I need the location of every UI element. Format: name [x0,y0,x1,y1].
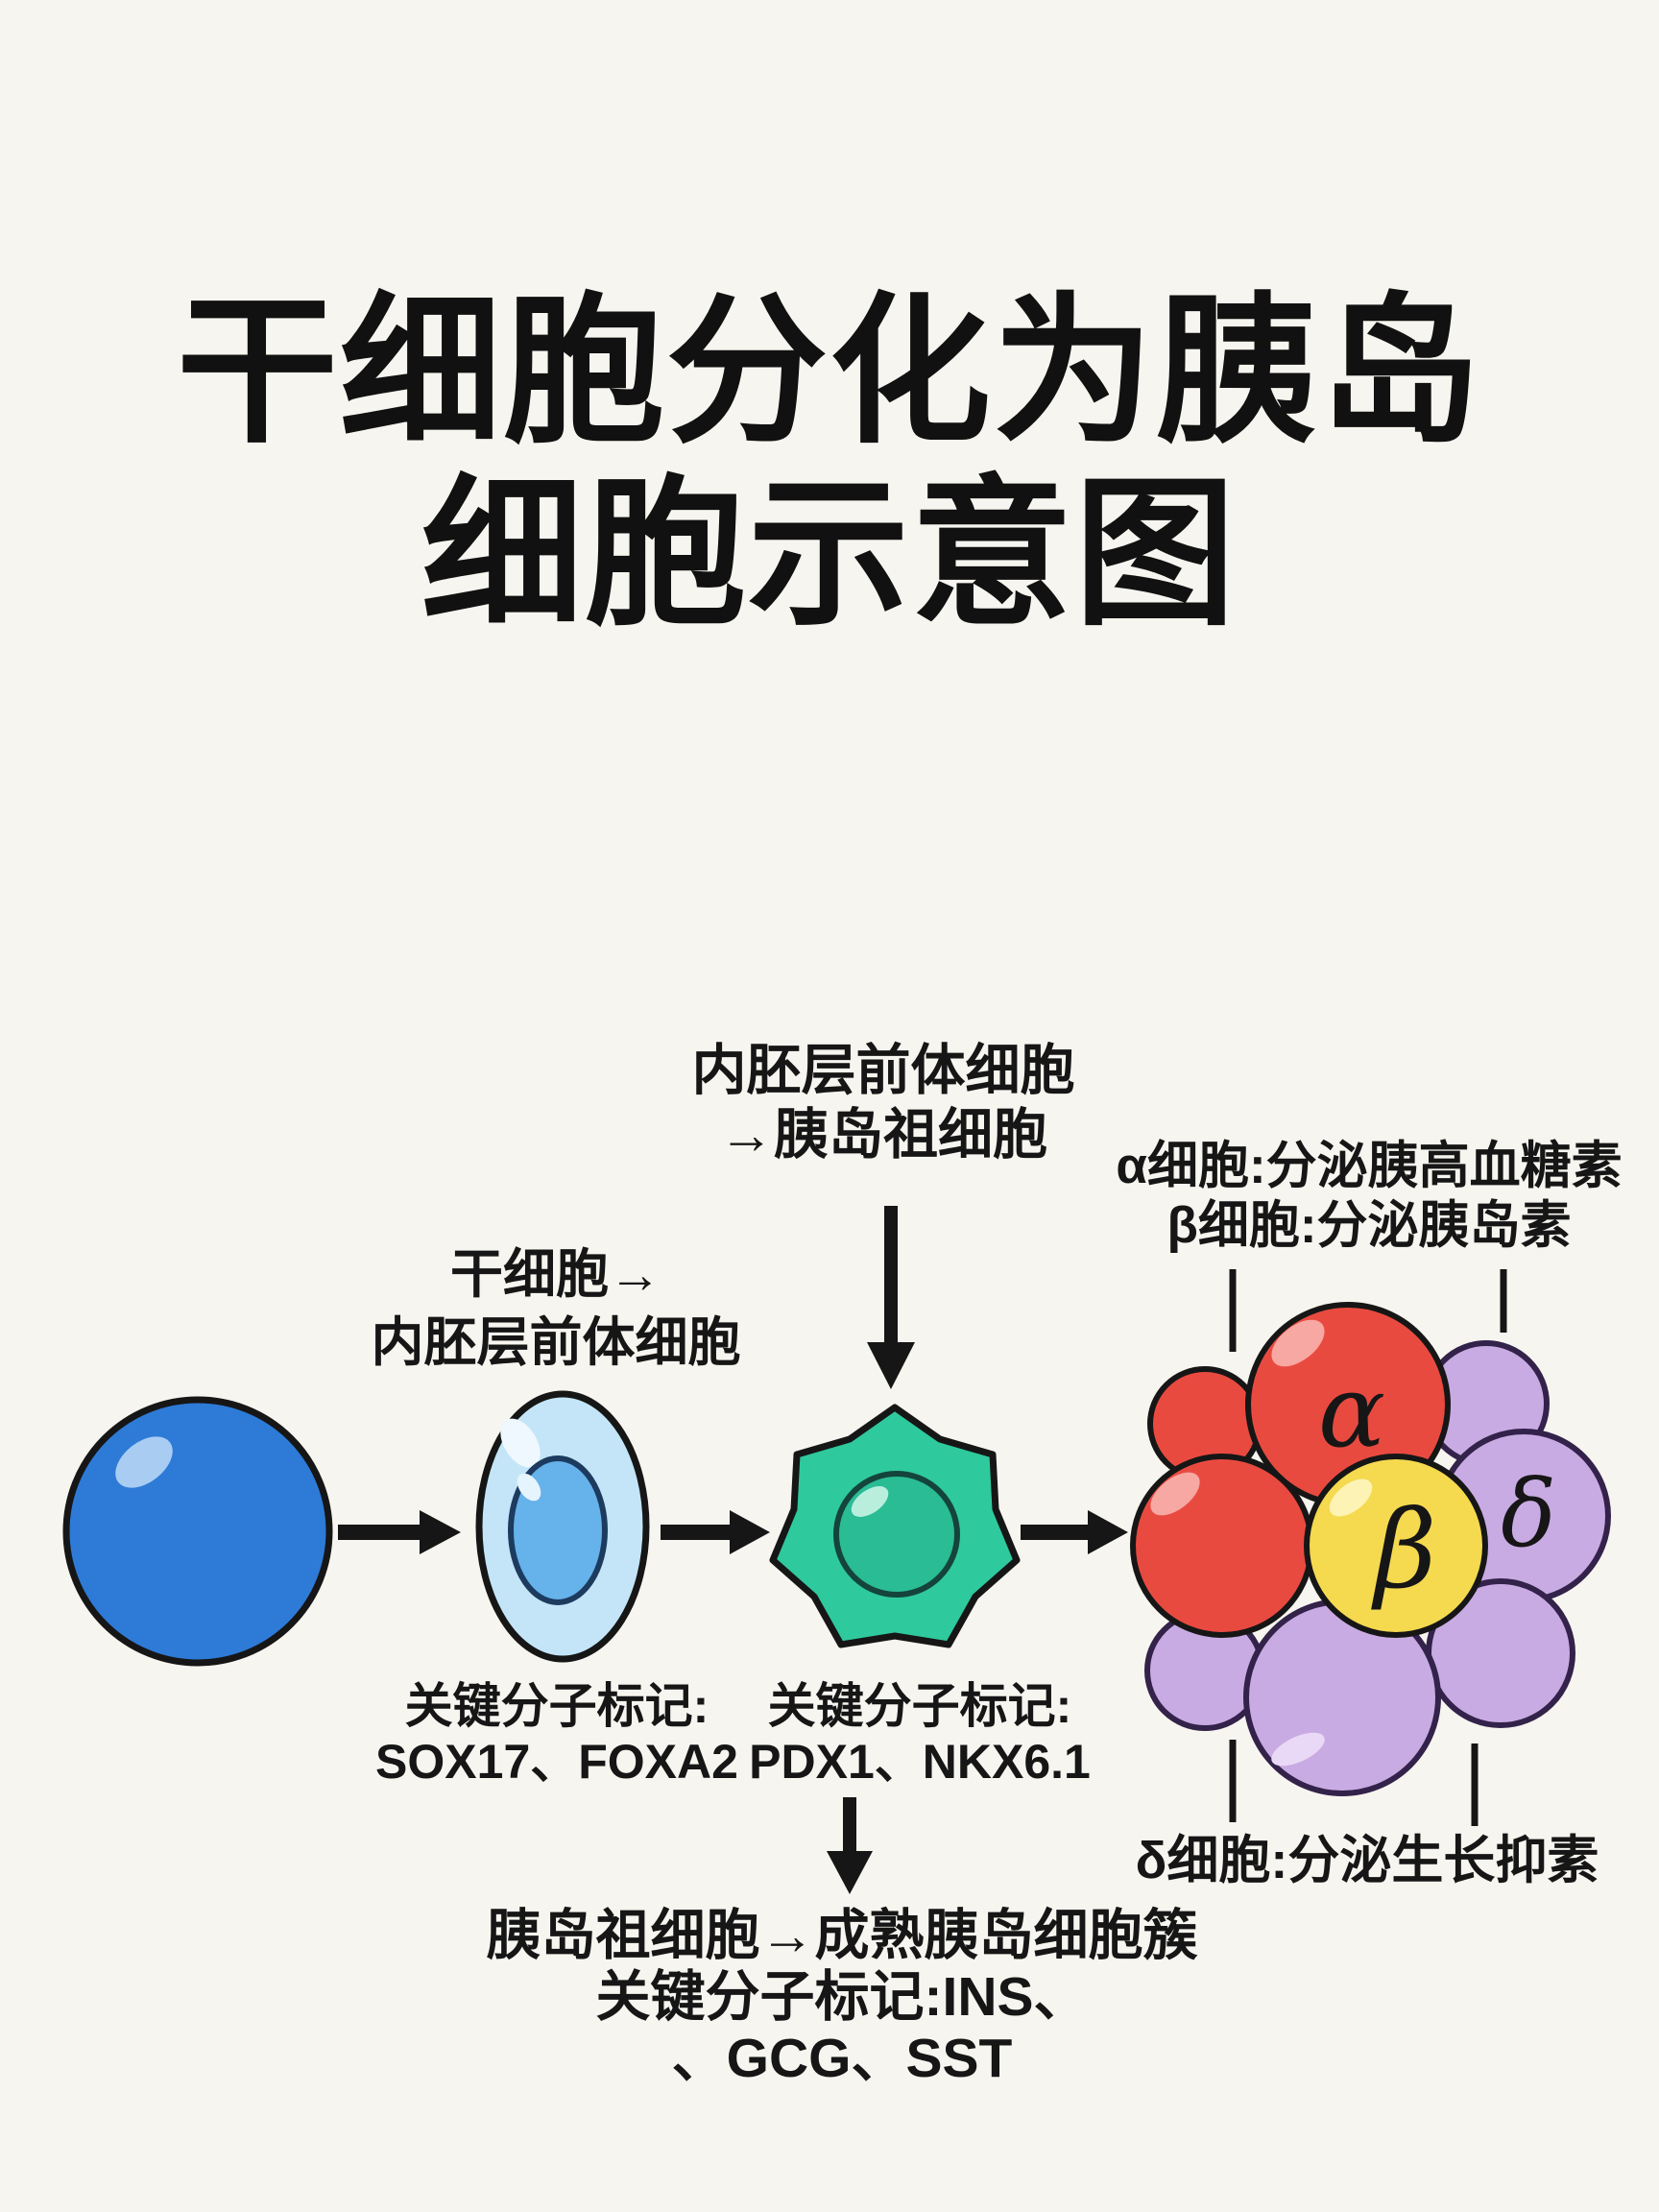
markers-stage2-heading: 关键分子标记: [767,1679,1072,1733]
stage2-label-line-1: 内胚层前体细胞 [691,1040,1075,1101]
delta-note: δ细胞:分泌生长抑素 [1135,1832,1599,1889]
markers-stage2-genes: PDX1、NKX6.1 [749,1735,1091,1789]
maturation-line-2: 关键分子标记:INS、 [595,1966,1089,2028]
purple-sphere-highlight [1271,1732,1325,1767]
maturation-note: 胰岛祖细胞→成熟胰岛细胞簇 关键分子标记:INS、 、GCG、SST [487,1905,1198,2089]
arrow-right-icon-1 [338,1510,461,1554]
stage2-label-line-2: →胰岛祖细胞 [719,1104,1047,1166]
beta-note-line: β细胞:分泌胰岛素 [1166,1197,1572,1254]
markers-stage1-genes: SOX17、FOXA2 [375,1735,738,1789]
arrow-down-icon-1 [867,1206,915,1389]
islet-red-sphere-left [1130,1454,1314,1638]
markers-stage1-heading: 关键分子标记: [404,1679,709,1733]
stage1-label-line-1: 干细胞→ [449,1244,662,1304]
stage1-label: 干细胞→ 内胚层前体细胞 [371,1240,740,1377]
arrow-down-icon-2 [827,1797,873,1894]
beta-cell-letter: β [1371,1488,1437,1613]
markers-stage1: 关键分子标记: SOX17、FOXA2 [375,1678,738,1790]
stage1-label-line-2: 内胚层前体细胞 [371,1312,741,1372]
maturation-line-3: 、GCG、SST [671,2028,1013,2089]
markers-stage2: 关键分子标记: PDX1、NKX6.1 [749,1678,1091,1790]
stem-cell-highlight [115,1436,173,1488]
maturation-line-1: 胰岛祖细胞→成熟胰岛细胞簇 [486,1905,1198,1966]
stage2-label: 内胚层前体细胞 →胰岛祖细胞 [692,1039,1075,1167]
alpha-cell-letter: α [1318,1353,1385,1470]
progenitor-cell-nucleus [833,1471,960,1598]
red-sphere-highlight [1150,1472,1200,1516]
alpha-sphere-highlight [1271,1319,1325,1367]
title-line-2: 细胞示意图 [421,464,1238,644]
page-title: 干细胞分化为胰岛 细胞示意图 [0,280,1659,645]
arrow-right-icon-3 [1021,1510,1128,1554]
alpha-note-line: α细胞:分泌胰高血糖素 [1116,1138,1623,1194]
alpha-beta-note: α细胞:分泌胰高血糖素 β细胞:分泌胰岛素 [1116,1137,1622,1256]
beta-sphere-highlight [1329,1479,1373,1517]
endoderm-nucleus-highlight [517,1473,541,1502]
endoderm-nucleus-outline [508,1455,608,1605]
title-line-1: 干细胞分化为胰岛 [177,281,1482,462]
delta-cell-letter: δ [1501,1460,1556,1568]
endoderm-cell-highlight [500,1418,541,1468]
arrow-right-icon-2 [661,1510,770,1554]
progenitor-nucleus-highlight [851,1486,889,1517]
stem-cell-sphere [62,1396,333,1667]
